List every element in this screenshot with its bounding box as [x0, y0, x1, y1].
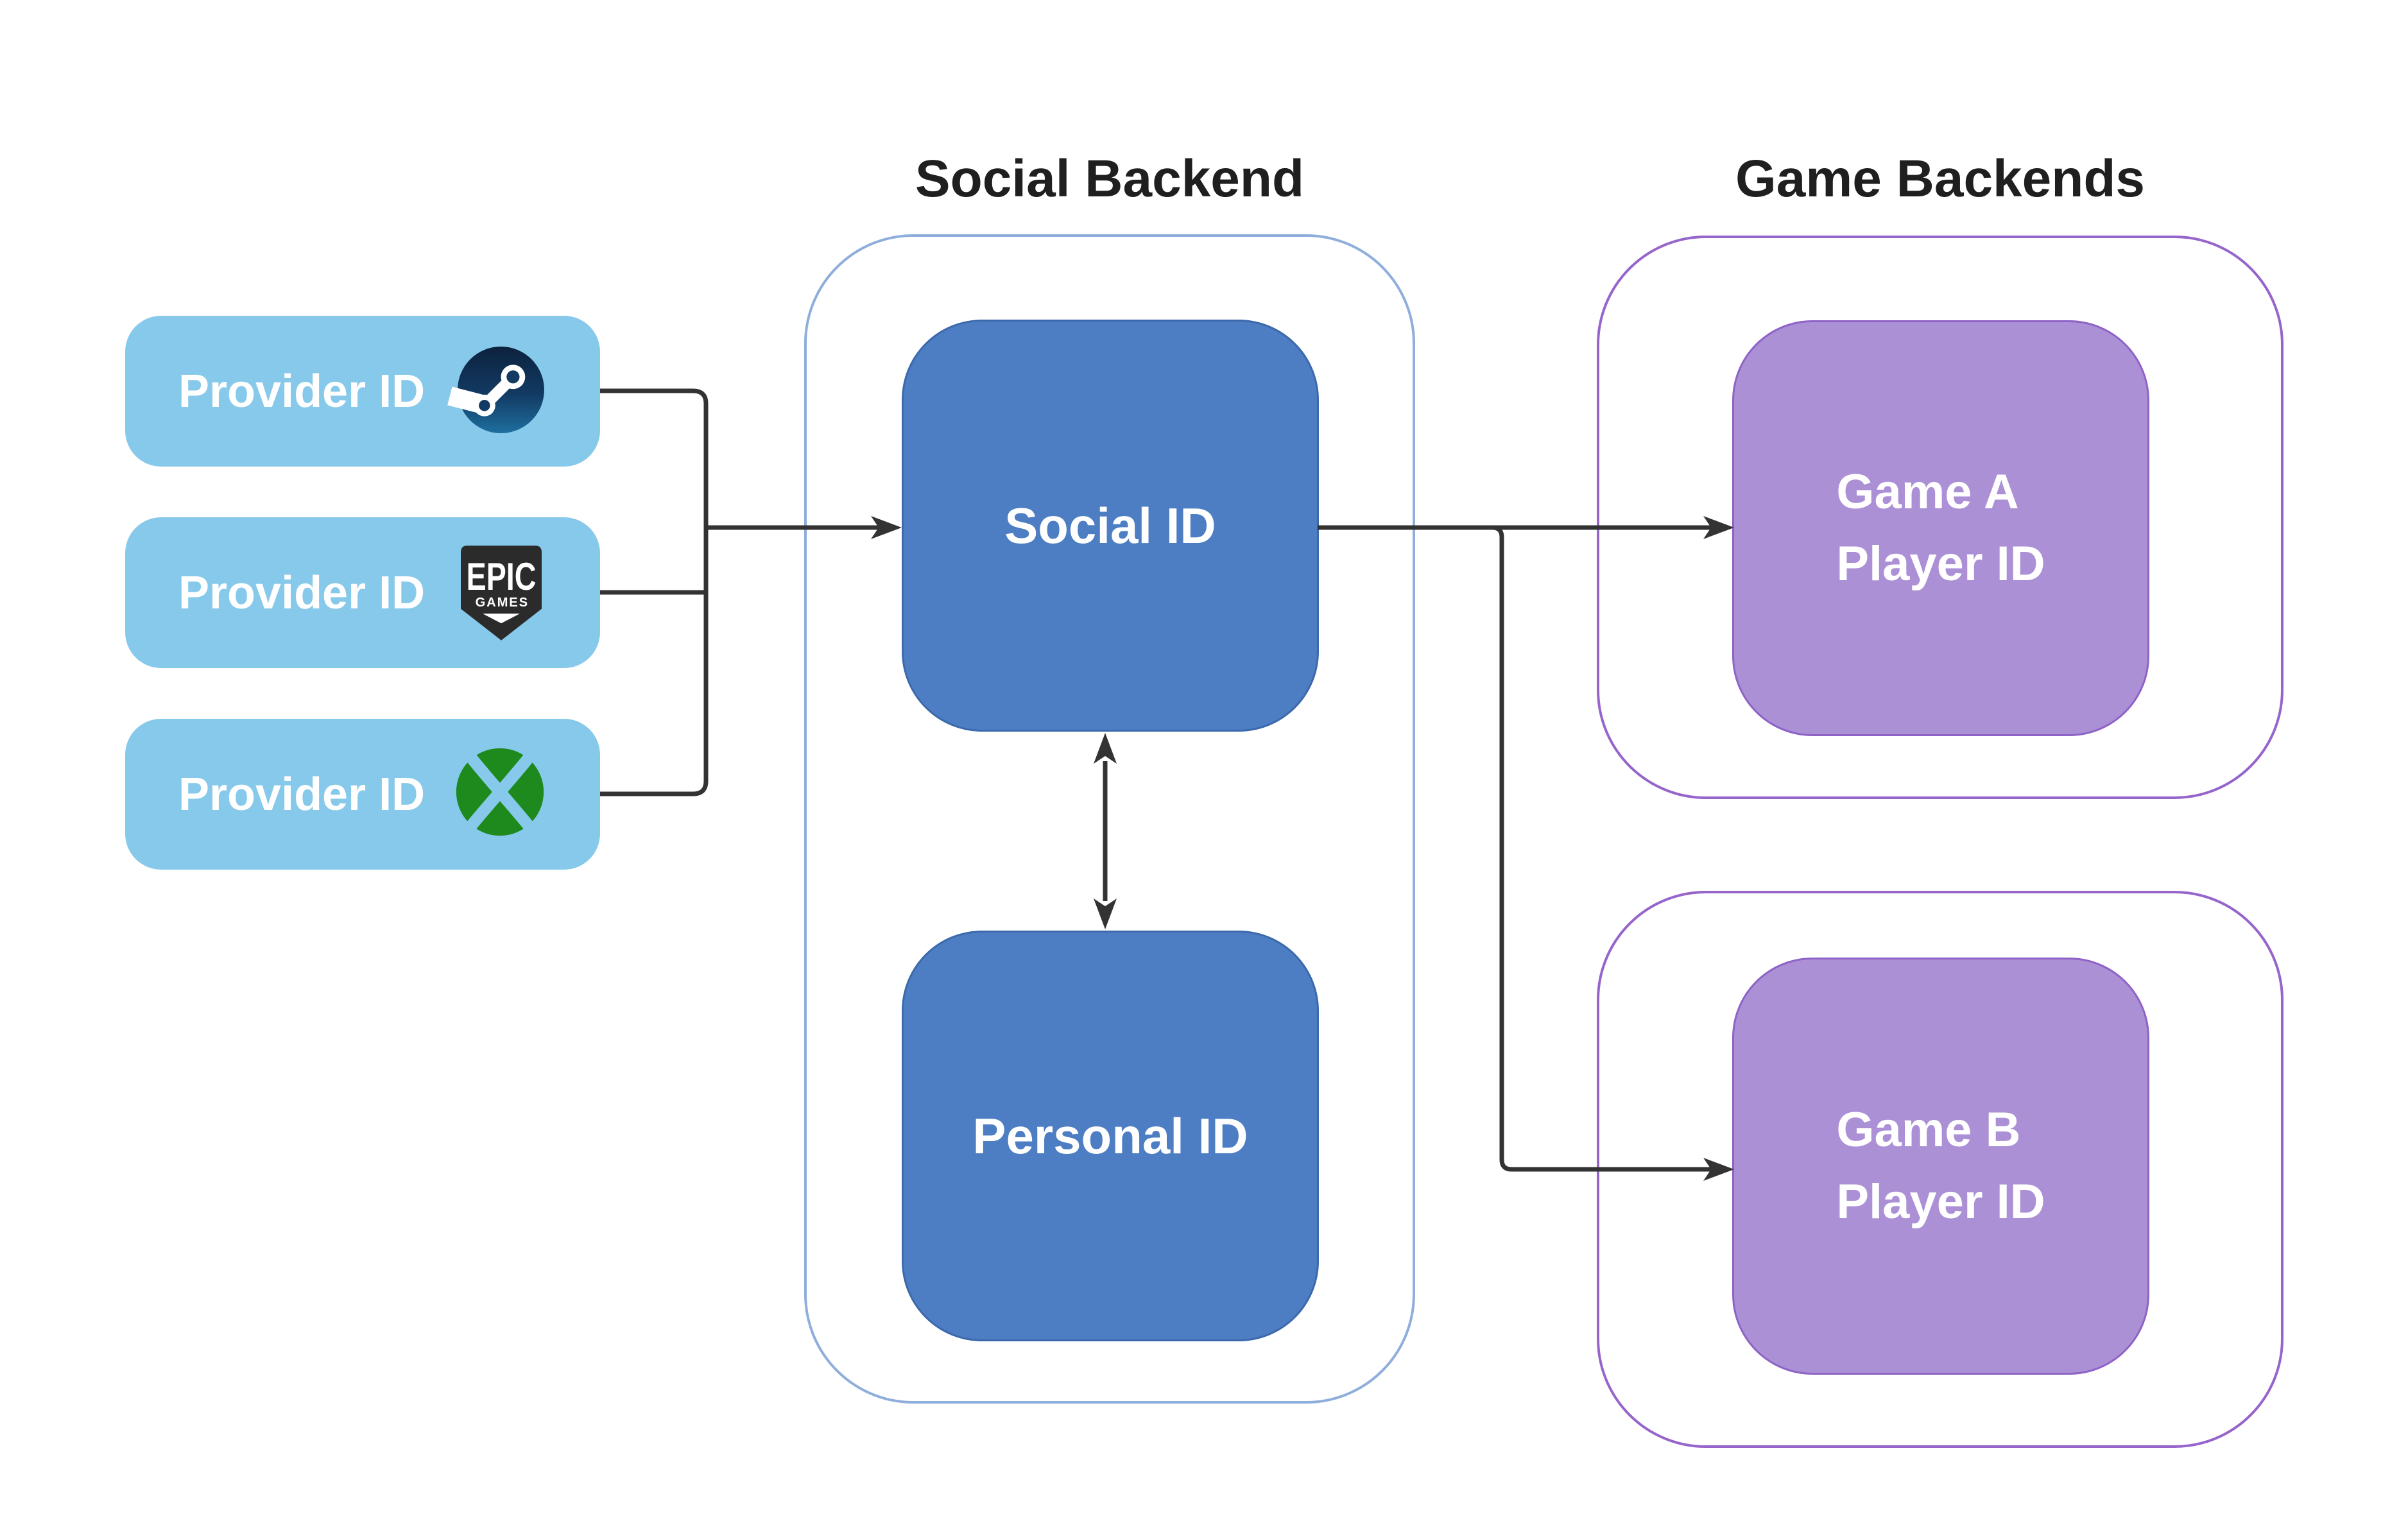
epic-wordmark: EPIC [467, 555, 537, 598]
social-backend-title: Social Backend [915, 150, 1305, 208]
personal-id-label: Personal ID [972, 1107, 1248, 1164]
game-b-player-id-label: Game B Player ID [1836, 1094, 2045, 1238]
game-a-player-id-box: Game A Player ID [1732, 320, 2149, 736]
label-line-2: Player ID [1836, 537, 2045, 591]
social-backend-container [804, 234, 1415, 1404]
game-b-player-id-box: Game B Player ID [1732, 958, 2149, 1375]
steam-icon [447, 347, 544, 433]
epic-chevron [483, 614, 520, 624]
epic-shield [461, 546, 542, 641]
label-line-2: Player ID [1836, 1174, 2045, 1229]
game-backend-a-container [1597, 236, 2283, 799]
provider-id-label: Provider ID [178, 768, 426, 820]
label-line-1: Game B [1836, 1103, 2021, 1157]
provider-id-box-xbox: Provider ID [125, 719, 600, 870]
provider-id-label: Provider ID [178, 365, 426, 417]
provider-id-box-steam: Provider ID [125, 316, 600, 467]
social-id-label: Social ID [1004, 497, 1216, 554]
xbox-icon [456, 748, 544, 836]
connector-providers-trunk [600, 388, 709, 796]
provider-id-box-epic: Provider ID EPIC GAMES [125, 517, 600, 668]
game-a-player-id-label: Game A Player ID [1836, 456, 2045, 600]
steam-knob-hole [479, 400, 490, 411]
provider-id-label: Provider ID [178, 567, 426, 619]
game-backends-title: Game Backends [1735, 150, 2146, 208]
social-id-box: Social ID [902, 320, 1319, 732]
epic-games-icon: EPIC GAMES [461, 546, 542, 641]
epic-games-wordmark: GAMES [476, 596, 529, 610]
label-line-1: Game A [1836, 465, 2019, 519]
personal-id-box: Personal ID [902, 931, 1319, 1341]
steam-ring-hole [506, 370, 520, 384]
xbox-x-stroke [463, 752, 535, 834]
